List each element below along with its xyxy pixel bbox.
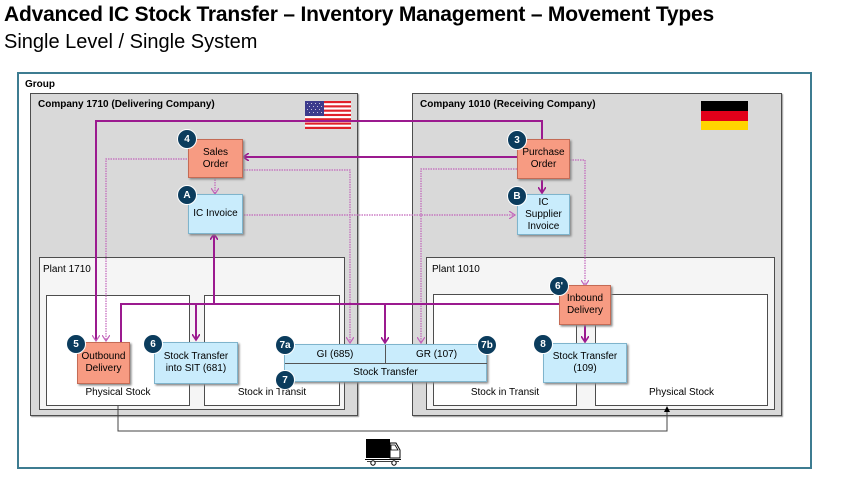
badge-7a: 7a: [275, 335, 295, 355]
purchase-order-box[interactable]: Purchase Order: [517, 139, 570, 179]
sales-order-label: Sales Order: [202, 146, 229, 170]
receiving-stock-in-transit-label: Stock in Transit: [470, 387, 540, 398]
outbound-to-inbound-line: [120, 304, 572, 342]
gi-685-cell[interactable]: GI (685): [285, 345, 386, 364]
page-subtitle: Single Level / Single System: [4, 31, 258, 53]
inbound-delivery-box[interactable]: Inbound Delivery: [559, 285, 611, 325]
de-flag-icon: [701, 101, 748, 130]
badge-7: 7: [275, 370, 295, 390]
stock-transfer-box[interactable]: GI (685) GR (107) Stock Transfer: [284, 344, 487, 382]
plant-1010-label: Plant 1010: [432, 264, 480, 275]
stock-transfer-label: Stock Transfer: [353, 367, 418, 378]
delivering-company-label: Company 1710 (Delivering Company): [38, 99, 215, 110]
badge-8: 8: [533, 334, 553, 354]
outbound-delivery-label: Outbound Delivery: [81, 351, 126, 374]
badge-6: 6: [143, 334, 163, 354]
badge-3: 3: [507, 130, 527, 150]
so-to-gi-dotted: [244, 169, 350, 343]
badge-5: 5: [66, 334, 86, 354]
po-to-outbound-line: [96, 120, 543, 341]
stock-transfer-sit-box[interactable]: Stock Transfer into SIT (681): [154, 342, 238, 384]
delivering-stock-in-transit-label: Stock in Transit: [237, 387, 307, 398]
badge-4: 4: [177, 129, 197, 149]
badge-b: B: [507, 186, 527, 206]
group-label: Group: [25, 79, 55, 90]
gr-107-cell[interactable]: GR (107): [386, 345, 487, 364]
transport-arrowhead: [664, 406, 670, 412]
stock-transfer-sit-label: Stock Transfer into SIT (681): [163, 351, 229, 374]
inbound-delivery-label: Inbound Delivery: [566, 293, 604, 316]
ic-invoice-box[interactable]: IC Invoice: [188, 194, 243, 234]
po-to-gr-dotted: [421, 168, 517, 343]
physical-transport-line: [117, 406, 668, 432]
delivering-physical-stock-label: Physical Stock: [85, 387, 151, 398]
receiving-company-label: Company 1010 (Receiving Company): [420, 99, 596, 110]
badge-a: A: [177, 185, 197, 205]
sales-order-box[interactable]: Sales Order: [188, 139, 243, 178]
outbound-delivery-box[interactable]: Outbound Delivery: [77, 342, 130, 384]
purchase-order-label: Purchase Order: [522, 147, 565, 170]
badge-6-prime: 6': [549, 276, 569, 296]
stock-transfer-109-box[interactable]: Stock Transfer (109): [543, 343, 627, 383]
so-to-outbound-dotted: [106, 158, 187, 341]
stock-transfer-109-label: Stock Transfer (109): [552, 351, 618, 374]
po-to-inbound-dotted: [570, 159, 585, 286]
page-title: Advanced IC Stock Transfer – Inventory M…: [4, 3, 714, 26]
receiving-physical-stock-label: Physical Stock: [648, 387, 715, 398]
us-flag-icon: [305, 101, 351, 129]
truck-icon: [364, 438, 402, 466]
ic-invoice-label: IC Invoice: [193, 208, 238, 219]
plant-1710-label: Plant 1710: [43, 264, 91, 275]
badge-7b: 7b: [477, 335, 497, 355]
ic-supplier-invoice-label: IC Supplier Invoice: [525, 196, 562, 232]
ic-supplier-invoice-box[interactable]: IC Supplier Invoice: [517, 194, 570, 235]
